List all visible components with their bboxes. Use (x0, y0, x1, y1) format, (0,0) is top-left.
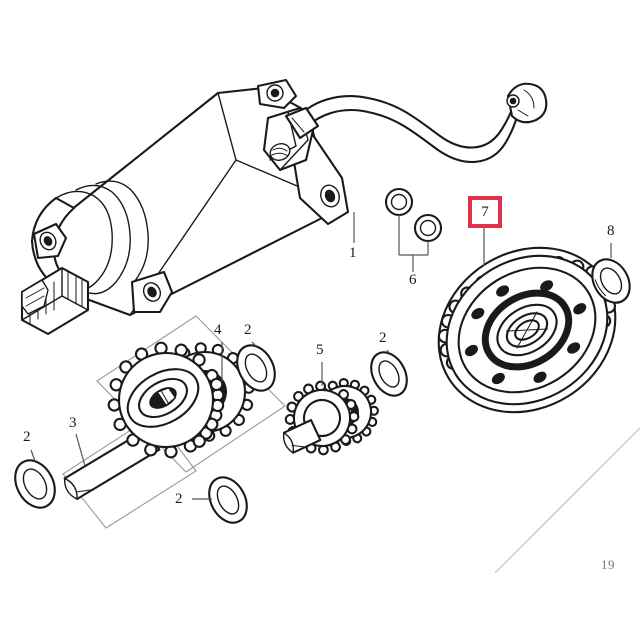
starter-driven-sprocket-7 (437, 246, 617, 414)
cable-ring-terminal (506, 82, 548, 124)
page-border-diagonal (494, 427, 640, 574)
leader-2-c (30, 449, 36, 462)
leader-6 (398, 215, 429, 272)
callout-label-7-highlight-box[interactable]: 7 (468, 196, 502, 228)
motor-mount-lug-mid (130, 270, 174, 314)
motor-mount-lug-left (32, 222, 68, 260)
motor-pinion-shaft (20, 266, 90, 336)
leader-2-b (386, 349, 390, 354)
callout-label-2-a: 2 (244, 322, 252, 338)
callout-label-8: 8 (607, 223, 615, 239)
starter-motor-body (20, 78, 350, 336)
shaft-pin-3 (63, 427, 161, 501)
starter-cable-lead (284, 82, 548, 163)
page-number: 19 (601, 557, 615, 572)
callout-label-2-c: 2 (23, 429, 31, 445)
callout-label-1: 1 (349, 245, 357, 261)
reduction-gear-small-5 (282, 378, 379, 456)
leader-3 (75, 433, 86, 467)
washer-2-d (208, 476, 248, 524)
callout-label-7: 7 (481, 203, 489, 220)
bushing-lower-6 (413, 213, 443, 243)
callout-label-4: 4 (214, 322, 222, 338)
callout-label-5: 5 (316, 342, 324, 358)
callout-label-3: 3 (69, 415, 77, 431)
group-outline-shaft3 (62, 414, 197, 529)
callout-label-2-d: 2 (175, 491, 183, 507)
leader-2-a (251, 341, 257, 347)
callout-label-2-b: 2 (379, 330, 387, 346)
washer-2-a (236, 344, 276, 392)
bushing-upper-6 (384, 187, 414, 217)
reduction-gear-large-4 (107, 341, 255, 459)
motor-top-boss (256, 78, 298, 110)
washer-2-b (370, 351, 408, 397)
oval-washer-8 (591, 258, 631, 304)
washer-2-c (14, 459, 56, 509)
callout-label-6: 6 (409, 272, 417, 288)
